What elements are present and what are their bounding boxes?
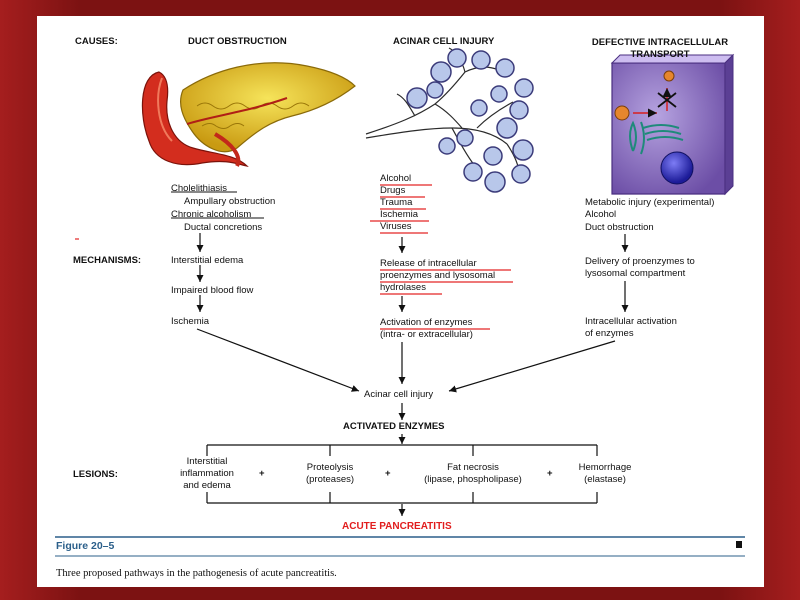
mech-delivery-line1: Delivery of proenzymes to (585, 256, 695, 267)
transport-header: DEFECTIVE INTRACELLULAR TRANSPORT (591, 37, 729, 60)
plus-2: + (385, 468, 391, 479)
mech-activation-line2: (intra- or extracellular) (380, 329, 473, 340)
figure-label: Figure 20–5 (56, 540, 115, 552)
black-underlines (171, 191, 264, 219)
mech-release-line1: Release of intracellular (380, 258, 477, 269)
lesion-interstitial: Interstitial inflammation and edema (180, 456, 234, 491)
figure-caption: Three proposed pathways in the pathogene… (56, 568, 337, 579)
lesions-label: LESIONS: (73, 469, 118, 480)
acinar-injury-header: ACINAR CELL INJURY (393, 36, 495, 47)
end-mark (736, 541, 742, 548)
duct-obstruction-header: DUCT OBSTRUCTION (188, 36, 287, 47)
cause-ischemia: Ischemia (380, 209, 419, 220)
cause-chronic-alcoholism: Chronic alcoholism (171, 209, 252, 220)
slide-figure: CAUSES: MECHANISMS: LESIONS: DUCT OBSTRU… (37, 16, 764, 587)
cause-viruses: Viruses (380, 221, 412, 232)
mech-intracellular-line1: Intracellular activation (585, 316, 677, 327)
lesion-hemorrhage: Hemorrhage (elastase) (578, 462, 632, 485)
cause-underlines (75, 184, 513, 330)
mech-release-line2: proenzymes and lysosomal (380, 270, 496, 281)
cause-metabolic-injury: Metabolic injury (experimental) (585, 197, 715, 208)
causes-label: CAUSES: (75, 36, 118, 47)
cause-ampullary: Ampullary obstruction (184, 196, 276, 207)
cause-duct-obstruction: Duct obstruction (585, 222, 654, 233)
cause-drugs: Drugs (380, 185, 406, 196)
mech-ischemia: Ischemia (171, 316, 210, 327)
acinar-lobules (406, 48, 534, 193)
cause-ductal-concretions: Ductal concretions (184, 222, 263, 233)
cell-illustration (610, 53, 735, 196)
mech-impaired-blood-flow: Impaired blood flow (171, 285, 254, 296)
cause-alcohol-transport: Alcohol (585, 209, 617, 220)
cause-trauma: Trauma (380, 197, 413, 208)
plus-1: + (259, 468, 265, 479)
flow-arrows (196, 233, 629, 516)
lesion-fat-necrosis: Fat necrosis (lipase, phospholipase) (424, 462, 522, 485)
mech-intracellular-line2: of enzymes (585, 328, 634, 339)
lesion-bracket (206, 444, 598, 504)
mech-release-line3: hydrolases (380, 282, 426, 293)
mech-interstitial-edema: Interstitial edema (171, 255, 244, 266)
pancreas-illustration (141, 62, 356, 167)
plus-3: + (547, 468, 553, 479)
diagram-lines (55, 47, 745, 557)
acute-pancreatitis-outcome: ACUTE PANCREATITIS (342, 521, 452, 532)
cause-cholelithiasis: Cholelithiasis (171, 183, 227, 194)
acinar-cell-injury-node: Acinar cell injury (364, 389, 434, 400)
lesion-proteolysis: Proteolysis (proteases) (305, 462, 355, 485)
mechanisms-label: MECHANISMS: (73, 255, 142, 266)
mech-delivery-line2: lysosomal compartment (585, 268, 686, 279)
activated-enzymes-node: ACTIVATED ENZYMES (343, 421, 445, 432)
mech-activation-line1: Activation of enzymes (380, 317, 473, 328)
cause-alcohol: Alcohol (380, 173, 412, 184)
